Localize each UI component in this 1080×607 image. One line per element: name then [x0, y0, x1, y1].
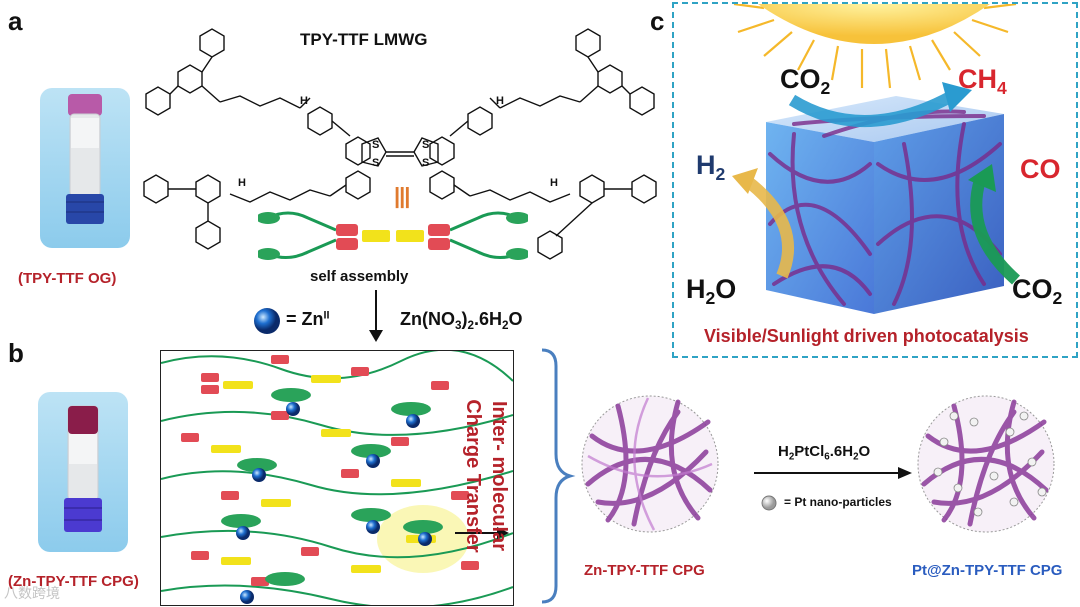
charge-transfer-label: Inter- molecular Charge Transfer	[456, 376, 512, 576]
zn-gel-label: Zn-TPY-TTF CPG	[584, 562, 705, 579]
zinc-ion-legend: = ZnII	[286, 309, 330, 330]
panel-a-letter: a	[8, 6, 22, 37]
h2-label: H2	[696, 150, 725, 185]
vial-drawing	[40, 88, 130, 248]
co-label: CO	[1020, 154, 1061, 185]
right-arrow-icon	[750, 465, 915, 481]
pt-gel-fiber-circle	[914, 392, 1058, 536]
photocatalysis-caption: Visible/Sunlight driven photocatalysis	[704, 326, 1029, 347]
charge-transfer-line1: Inter- molecular	[486, 376, 512, 576]
organogel-vial-image	[40, 88, 130, 248]
zinc-ion-sphere-icon	[252, 306, 282, 336]
panel-b-letter: b	[8, 338, 24, 369]
co2-top-label: CO2	[780, 64, 830, 99]
watermark: 八数跨境	[4, 583, 60, 603]
pt-reagent-label: H2PtCl6.6H2O	[778, 443, 870, 462]
zn-gel-fiber-circle	[578, 392, 722, 536]
svg-text:H: H	[496, 95, 504, 107]
svg-text:S: S	[422, 157, 429, 169]
curly-bracket	[538, 346, 578, 606]
svg-text:H: H	[238, 177, 246, 189]
self-assembly-label: self assembly	[310, 268, 408, 285]
ch4-label: CH4	[958, 64, 1007, 99]
organogel-label: (TPY-TTF OG)	[18, 270, 116, 287]
pt-nanoparticle-icon	[760, 494, 778, 512]
svg-text:S: S	[372, 139, 379, 151]
down-arrow-icon	[366, 288, 386, 344]
molecule-cartoon	[258, 200, 528, 268]
svg-text:S: S	[372, 157, 379, 169]
svg-text:H: H	[300, 95, 308, 107]
svg-text:H: H	[550, 177, 558, 189]
coordination-gel-vial-image	[38, 392, 128, 552]
vial-drawing-b	[38, 392, 128, 552]
pt-nanoparticle-legend: = Pt nano-particles	[784, 495, 892, 509]
svg-text:S: S	[422, 139, 429, 151]
photocatalysis-panel: CO2 CH4 H2 CO H2O CO2 Visible/Sunlight d…	[672, 2, 1078, 358]
h2o-label: H2O	[686, 274, 736, 309]
pt-gel-label: Pt@Zn-TPY-TTF CPG	[912, 562, 1062, 579]
zinc-nitrate-reagent: Zn(NO3)2.6H2O	[400, 309, 523, 332]
co2-bottom-label: CO2	[1012, 274, 1062, 309]
charge-transfer-line2: Charge Transfer	[460, 376, 486, 576]
